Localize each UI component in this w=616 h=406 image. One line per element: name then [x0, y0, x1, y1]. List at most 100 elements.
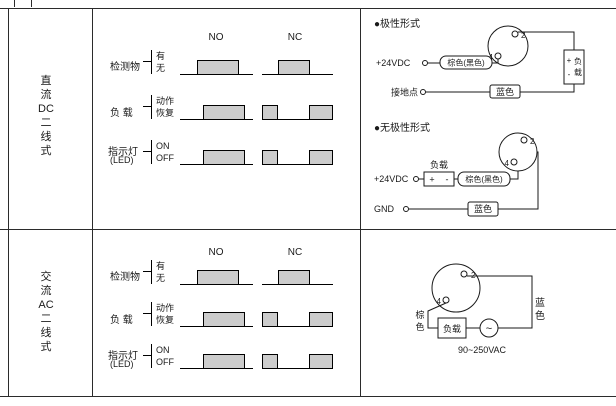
- gnd-label: GND: [374, 204, 395, 214]
- brown-wire-label-1: 棕: [415, 309, 424, 320]
- waveform-pulse: [203, 354, 245, 369]
- label-line: AC: [38, 299, 54, 311]
- wiring-diagram-ac: 2 4 棕 色 负载 ~ 蓝 色 90~250VAC: [415, 263, 545, 355]
- row-label-load: 负 载: [110, 315, 133, 326]
- waveform-baseline: [180, 350, 253, 369]
- state-present: 有: [156, 51, 166, 61]
- state-absent: 无: [156, 273, 166, 283]
- pin-4-label: 4: [437, 297, 442, 306]
- blue-wire-label-1: 蓝: [535, 297, 545, 309]
- grid-line-bottom: [0, 396, 616, 397]
- waveform-pulse: [309, 354, 333, 369]
- row-label-target: 检测物: [110, 62, 140, 73]
- load-minus: -: [446, 175, 449, 185]
- waveform-pulse: [262, 105, 278, 120]
- label-line: 二: [40, 313, 52, 325]
- load-label: 负载: [443, 323, 461, 334]
- grid-line-top: [0, 8, 616, 9]
- state-release: 恢复: [156, 315, 175, 325]
- load-state-bracket: 动作 恢复: [142, 95, 175, 119]
- state-release: 恢复: [156, 108, 175, 118]
- pin-2-label: 2: [530, 137, 535, 146]
- label-line: DC: [38, 103, 54, 115]
- state-on: ON: [156, 345, 170, 355]
- grid-line-col2: [360, 8, 361, 396]
- section-label-dc-two-wire: 直 流 DC 二 线 式: [28, 74, 64, 158]
- state-operate: 动作: [156, 96, 175, 106]
- column-header-no: NO: [208, 247, 224, 258]
- wire-to-pin4: [492, 59, 499, 64]
- waveform-pulse: [262, 150, 278, 165]
- state-present: 有: [156, 261, 166, 271]
- column-header-nc: NC: [287, 32, 303, 43]
- pin-2-icon: [511, 30, 519, 38]
- state-on: ON: [156, 141, 170, 151]
- connector-circle: [487, 25, 529, 67]
- waveform-baseline: [262, 146, 333, 165]
- wire-blue: [467, 275, 533, 329]
- column-header-nc: NC: [287, 247, 303, 258]
- label-line: 直: [40, 75, 52, 87]
- target-state-bracket: 有 无: [142, 260, 166, 284]
- waveform-baseline: [262, 308, 333, 327]
- state-off: OFF: [156, 153, 174, 163]
- waveform-pulse: [262, 354, 278, 369]
- waveform-pulse: [203, 312, 245, 327]
- blue-wire-label-2: 色: [535, 309, 545, 322]
- blue-wire-label: 蓝色: [496, 86, 514, 97]
- waveform-baseline: [180, 56, 253, 75]
- brown-wire-label-2: 色: [415, 321, 424, 332]
- voltage-label: 90~250VAC: [458, 345, 507, 355]
- ac-source-symbol: ~: [486, 323, 492, 335]
- waveform-baseline: [262, 350, 333, 369]
- terminal-icon: [403, 206, 409, 212]
- waveform-baseline: [262, 266, 333, 285]
- waveform-baseline: [180, 146, 253, 165]
- waveform-pulse: [309, 312, 333, 327]
- brown-wire-tag: [457, 171, 511, 187]
- load-label-2: 载: [574, 67, 582, 77]
- label-line: 流: [40, 89, 52, 101]
- row-label-load: 负 载: [110, 108, 133, 119]
- wire-brown: [427, 302, 447, 329]
- row-label-led2: (LED): [110, 359, 134, 369]
- grid-line-left: [8, 8, 9, 396]
- pin-4-label: 4: [505, 159, 510, 168]
- target-state-bracket: 有 无: [142, 50, 166, 74]
- load-state-bracket: 动作 恢复: [142, 302, 175, 326]
- terminal-icon: [422, 60, 428, 66]
- grid-line-col1: [92, 8, 93, 396]
- load-plus: +: [567, 56, 572, 65]
- waveform-pulse: [278, 270, 310, 285]
- row-label-target: 检测物: [110, 272, 140, 283]
- wiring-diagram-nonpolar: ●无极性形式 2 4 +24VDC 负载 + - 棕色(黑色) GND 蓝色: [374, 121, 539, 217]
- wiring-diagram-polar: ●极性形式 2 4 + - 负 载 +24VDC 棕色(黑色) 蓝色 接地点: [374, 17, 585, 99]
- label-line: 式: [40, 145, 52, 157]
- label-line: 式: [40, 341, 52, 353]
- crop-mark: [14, 0, 15, 7]
- supply-label: +24VDC: [374, 174, 409, 184]
- label-line: 二: [40, 117, 52, 129]
- blue-wire-tag: [489, 84, 521, 99]
- label-line: 交: [40, 271, 52, 283]
- load-label: 负载: [430, 159, 448, 170]
- pin-4-label: 4: [489, 53, 494, 62]
- waveform-pulse: [309, 105, 333, 120]
- grid-line-middle: [0, 229, 616, 230]
- waveform-pulse: [262, 312, 278, 327]
- pin-2-label: 2: [521, 31, 526, 40]
- pin-4-icon: [494, 52, 502, 60]
- waveform-baseline: [180, 308, 253, 327]
- column-header-no: NO: [208, 32, 224, 43]
- row-label-led2: (LED): [110, 155, 134, 165]
- ground-label: 接地点: [391, 87, 418, 98]
- load-plus: +: [429, 175, 434, 185]
- waveform-pulse: [203, 150, 245, 165]
- load-minus: -: [568, 70, 571, 79]
- waveform-baseline: [180, 266, 253, 285]
- waveform-baseline: [180, 101, 253, 120]
- pin-2-icon: [460, 270, 468, 278]
- led-state-bracket: ON OFF: [143, 344, 174, 368]
- state-absent: 无: [156, 63, 166, 73]
